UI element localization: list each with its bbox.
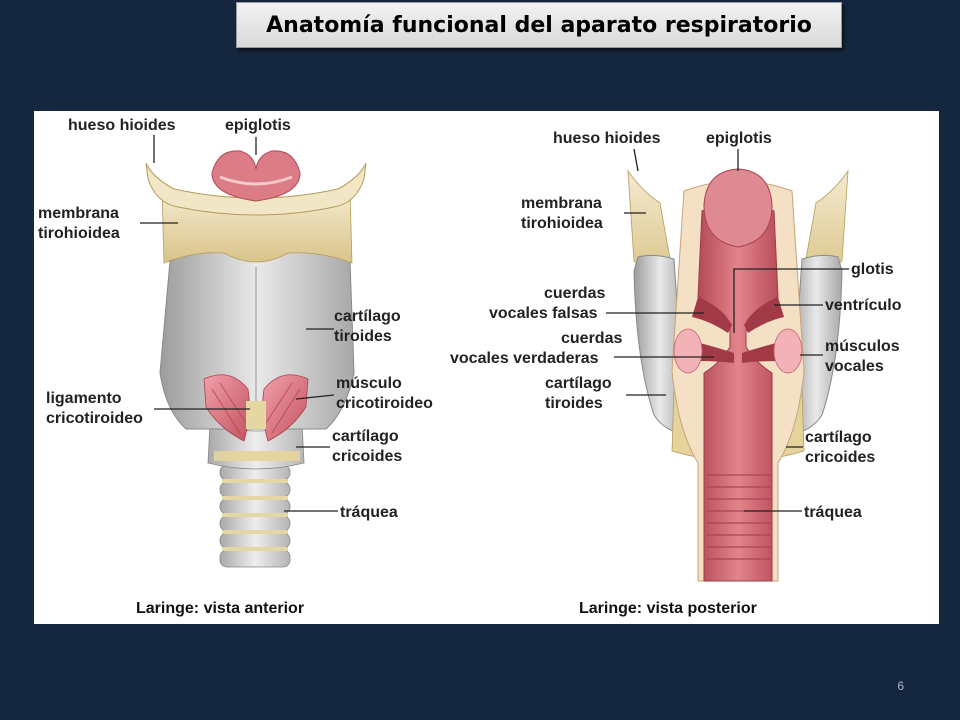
label-ligamento-anterior: ligamento <box>46 390 122 407</box>
label-cricoides-posterior: cricoides <box>805 449 875 466</box>
label-epiglotis-anterior: epiglotis <box>225 117 291 134</box>
anterior-cricothyroid-ligament <box>246 401 266 429</box>
posterior-true-vocal-cords <box>698 343 778 363</box>
larynx-diagram: hueso hioides epiglotis membrana tirohio… <box>38 117 902 617</box>
label-epiglotis-posterior: epiglotis <box>706 130 772 147</box>
label-cartilago-tiroides-anterior: cartílago <box>334 308 401 325</box>
label-hueso-hioides-posterior: hueso hioides <box>553 130 661 147</box>
label-cricoides-anterior: cricoides <box>332 448 402 465</box>
posterior-epiglottis <box>703 168 773 248</box>
posterior-airway-lumen <box>697 202 779 582</box>
label-tiroides-posterior: tiroides <box>545 395 603 412</box>
label-musculos: músculos <box>825 338 900 355</box>
label-musculo-anterior: músculo <box>336 375 402 392</box>
posterior-thyroid-cartilage-left <box>633 254 687 436</box>
slide-title: Anatomía funcional del aparato respirato… <box>236 2 842 48</box>
posterior-false-vocal-cords <box>692 297 784 333</box>
larynx-figure-panel: hueso hioides epiglotis membrana tirohio… <box>34 111 939 624</box>
label-tiroides-anterior: tiroides <box>334 328 392 345</box>
label-traquea-anterior: tráquea <box>340 504 398 521</box>
label-cartilago-cricoides-posterior: cartílago <box>805 429 872 446</box>
label-cricotiroideo-anterior: cricotiroideo <box>336 395 433 412</box>
caption-vista-anterior: Laringe: vista anterior <box>136 600 304 617</box>
posterior-thyroid-cartilage-right <box>789 254 843 436</box>
posterior-trachea-rings <box>706 474 770 560</box>
anterior-view: hueso hioides epiglotis membrana tirohio… <box>38 117 433 617</box>
label-cuerdas-verdaderas-1: cuerdas <box>561 330 622 347</box>
label-ventriculo: ventrículo <box>825 297 902 314</box>
anterior-hyoid-bone <box>145 162 367 216</box>
label-hueso-hioides-anterior: hueso hioides <box>68 117 176 134</box>
label-cricotiroideo-ligamento-anterior: cricotiroideo <box>46 410 143 427</box>
label-vocales: vocales <box>825 358 884 375</box>
label-cartilago-cricoides-anterior: cartílago <box>332 428 399 445</box>
anterior-cricoid-cartilage <box>207 422 305 470</box>
label-tirohioidea-anterior: tirohioidea <box>38 225 120 242</box>
label-vocales-verdaderas: vocales verdaderas <box>450 350 599 367</box>
label-glotis-posterior: glotis <box>851 261 894 278</box>
anterior-trachea-rings <box>219 464 291 568</box>
label-tirohioidea-posterior: tirohioidea <box>521 215 603 232</box>
label-cartilago-tiroides-posterior: cartílago <box>545 375 612 392</box>
posterior-vocal-muscle-left <box>673 328 703 374</box>
label-membrana-posterior: membrana <box>521 195 602 212</box>
caption-vista-posterior: Laringe: vista posterior <box>579 600 757 617</box>
label-membrana-anterior: membrana <box>38 205 119 222</box>
posterior-view: hueso hioides epiglotis membrana tirohio… <box>450 130 902 617</box>
label-cuerdas-falsas-1: cuerdas <box>544 285 605 302</box>
anterior-epiglottis <box>211 150 301 202</box>
page-number: 6 <box>897 679 904 693</box>
label-traquea-posterior: tráquea <box>804 504 862 521</box>
label-vocales-falsas: vocales falsas <box>489 305 598 322</box>
posterior-vocal-muscle-right <box>773 328 803 374</box>
